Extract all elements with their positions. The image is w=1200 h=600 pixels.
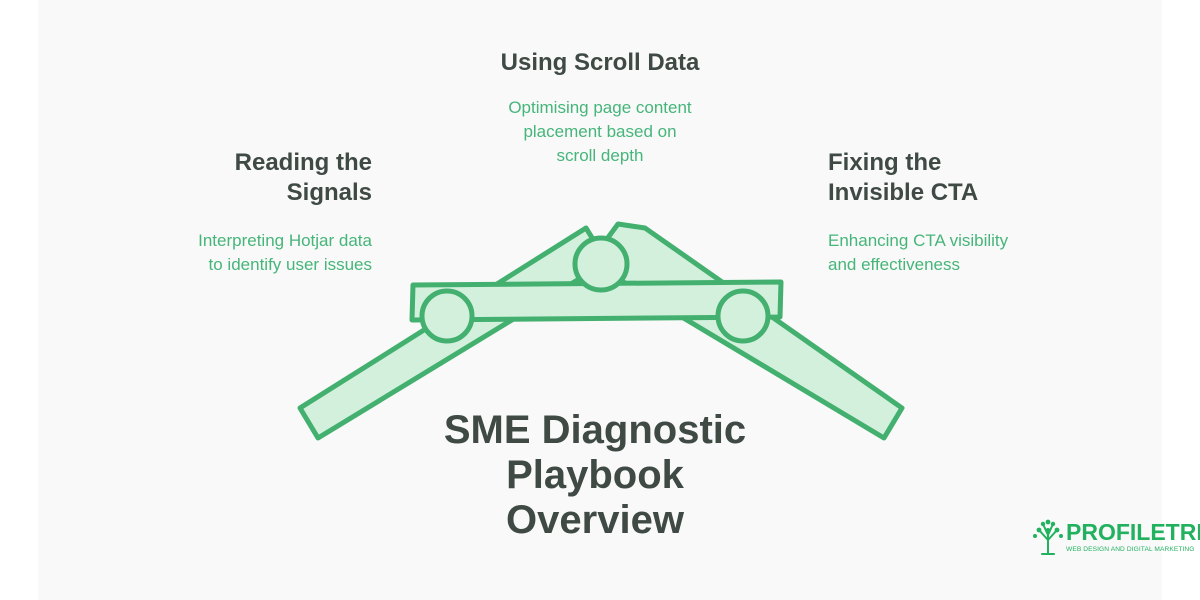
description-line: Interpreting Hotjar data	[198, 231, 372, 250]
description-line: to identify user issues	[208, 255, 372, 274]
main-title: SME Diagnostic Playbook Overview	[400, 408, 790, 543]
description-line: and effectiveness	[828, 255, 960, 274]
horizontal-beam	[409, 279, 784, 323]
description-line: scroll depth	[556, 146, 644, 165]
heading-line: Reading the	[234, 149, 372, 176]
heading-line: Fixing the	[828, 149, 942, 176]
center-joint-circle	[572, 235, 630, 293]
section-heading-invisible-cta: Fixing the Invisible CTA	[828, 148, 1128, 208]
title-line: Playbook	[506, 453, 684, 497]
heading-line: Using Scroll Data	[500, 49, 700, 76]
heading-line: Invisible CTA	[828, 179, 979, 206]
brand-name: PROFILETREE	[1066, 519, 1200, 545]
tree-logo-icon	[1033, 519, 1063, 555]
section-heading-reading-signals: Reading the Signals	[72, 148, 372, 208]
description-line: Optimising page content	[508, 98, 692, 117]
heading-line: Signals	[286, 179, 372, 206]
left-joint-circle	[419, 288, 475, 344]
description-line: Enhancing CTA visibility	[828, 231, 1009, 250]
section-description-invisible-cta: Enhancing CTA visibility and effectivene…	[828, 229, 1128, 277]
section-description-reading-signals: Interpreting Hotjar data to identify use…	[72, 229, 372, 277]
brand-tagline: WEB DESIGN AND DIGITAL MARKETING	[1066, 546, 1195, 553]
title-line: SME Diagnostic	[443, 408, 747, 452]
right-joint-circle	[715, 288, 771, 344]
brand-logo: PROFILETREE WEB DESIGN AND DIGITAL MARKE…	[1032, 518, 1200, 558]
title-line: Overview	[506, 498, 684, 542]
description-line: placement based on	[523, 122, 677, 141]
section-description-scroll-data: Optimising page content placement based …	[450, 96, 750, 168]
section-heading-scroll-data: Using Scroll Data	[450, 48, 750, 78]
